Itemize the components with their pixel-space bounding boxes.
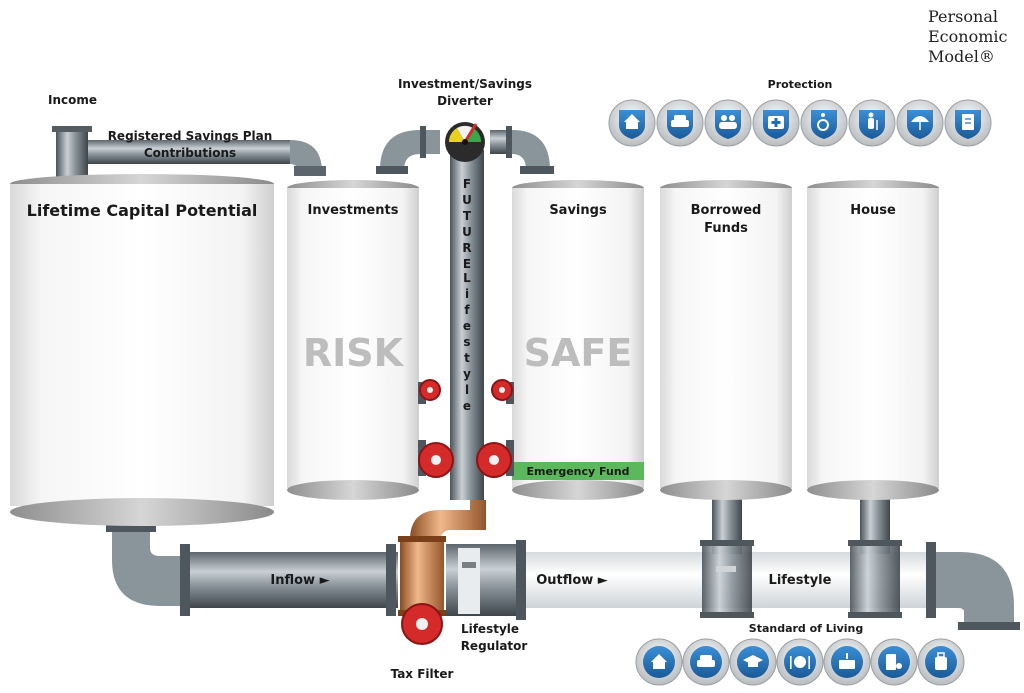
standard-of-living-icon-row: [635, 638, 965, 686]
rsp-label-1: Registered Savings Plan: [108, 129, 273, 143]
diverter-pipes: [376, 126, 554, 174]
wheelchair-icon[interactable]: [800, 99, 848, 147]
protection-icon-row: [608, 99, 992, 147]
vertical-letter: s: [463, 335, 470, 349]
document-icon[interactable]: [944, 99, 992, 147]
vertical-letter: U: [462, 193, 472, 207]
future-lifestyle-pipe-front: [450, 150, 484, 500]
brand-line-3: Model®: [928, 47, 995, 66]
vertical-letter: R: [462, 241, 471, 255]
vertical-letter: E: [463, 257, 471, 271]
tank-savings: [512, 180, 644, 500]
emergency-fund-bar: [512, 462, 644, 480]
tank-lifetime-capital: [10, 174, 274, 526]
diverter-gauge[interactable]: [445, 122, 485, 162]
vertical-letter: F: [463, 177, 471, 191]
dining-icon[interactable]: [776, 638, 824, 686]
vertical-letter: U: [462, 225, 472, 239]
vertical-letter: T: [463, 209, 472, 223]
vertical-letter: e: [463, 399, 471, 413]
media-icon[interactable]: [870, 638, 918, 686]
vertical-letter: y: [463, 367, 471, 381]
brand-line-2: Economic: [928, 27, 1008, 46]
tax-filter-label: Tax Filter: [391, 667, 454, 681]
valve-investments-lower[interactable]: [418, 440, 454, 478]
lifestyle-regulator-label-1: Lifestyle: [461, 622, 519, 636]
car-icon[interactable]: [682, 638, 730, 686]
income-label: Income: [48, 93, 97, 107]
outflow-label: Outflow ►: [536, 573, 608, 588]
valve-investments-upper[interactable]: [418, 379, 441, 404]
inflow-pipe: [106, 524, 398, 616]
valve-tax-filter[interactable]: [401, 603, 443, 645]
inflow-label: Inflow ►: [270, 573, 329, 588]
savings-box-icon[interactable]: [823, 638, 871, 686]
lifetime-capital-label: Lifetime Capital Potential: [27, 201, 258, 220]
elderly-icon[interactable]: [848, 99, 896, 147]
family-icon[interactable]: [704, 99, 752, 147]
investments-label: Investments: [308, 203, 399, 218]
medical-kit-icon[interactable]: [752, 99, 800, 147]
vertical-letter: e: [463, 319, 471, 333]
rsp-label-2: Contributions: [144, 146, 236, 160]
vertical-letter: t: [464, 351, 470, 365]
safe-label: SAFE: [524, 331, 633, 375]
valve-savings-upper[interactable]: [491, 379, 514, 404]
diverter-label-2: Diverter: [437, 94, 493, 108]
vertical-letter: L: [463, 271, 471, 285]
tank-borrowed-funds: [660, 180, 792, 500]
vertical-letter: i: [465, 287, 469, 301]
diverter-label-1: Investment/Savings: [398, 77, 532, 91]
umbrella-icon[interactable]: [896, 99, 944, 147]
lifestyle-regulator: [446, 540, 526, 620]
home-icon[interactable]: [635, 638, 683, 686]
borrowed-label-2: Funds: [704, 221, 748, 236]
car-icon[interactable]: [656, 99, 704, 147]
risk-label: RISK: [303, 331, 405, 375]
outflow-elbow: [926, 542, 1020, 630]
tank-house: [807, 180, 939, 500]
lifestyle-label: Lifestyle: [769, 573, 832, 588]
protection-label: Protection: [768, 78, 833, 91]
standard-of-living-label: Standard of Living: [749, 622, 863, 635]
savings-label: Savings: [549, 203, 607, 218]
tank-connectors: [700, 498, 902, 618]
house-label: House: [850, 203, 896, 218]
vertical-letter: l: [465, 383, 469, 397]
graduation-cap-icon[interactable]: [729, 638, 777, 686]
emergency-fund-label: Emergency Fund: [526, 465, 629, 478]
borrowed-label-1: Borrowed: [691, 203, 762, 218]
income-pipe: [52, 126, 326, 190]
lifestyle-regulator-label-2: Regulator: [461, 639, 528, 653]
valve-savings-lower[interactable]: [476, 440, 514, 478]
tank-investments: [287, 180, 419, 500]
vertical-letter: f: [464, 303, 470, 317]
home-icon[interactable]: [608, 99, 656, 147]
luggage-icon[interactable]: [917, 638, 965, 686]
brand-line-1: Personal: [928, 7, 998, 26]
